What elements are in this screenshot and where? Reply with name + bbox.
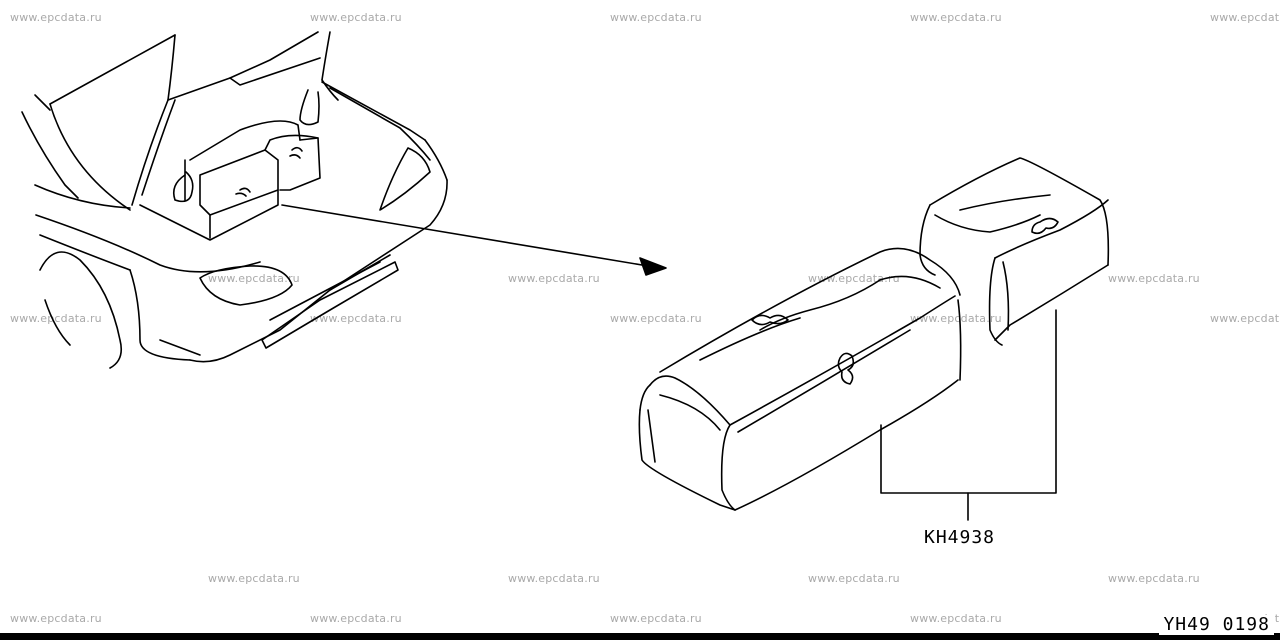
watermark: www.epcdata.ru <box>508 572 600 585</box>
watermark: www.epcdata.ru <box>310 612 402 625</box>
part-number-label: KH4938 <box>924 527 996 548</box>
watermark: www.epcdata.ru <box>10 11 102 24</box>
watermark: www.epcdata.ru <box>1210 11 1280 24</box>
watermark: www.epcdata.ru <box>10 312 102 325</box>
watermark: www.epcdata.ru <box>10 612 102 625</box>
watermark: www.epcdata.ru <box>1108 272 1200 285</box>
drawing-code-label: YH49 0198 <box>1159 615 1274 635</box>
watermark: www.epcdata.ru <box>610 11 702 24</box>
watermark: www.epcdata.ru <box>808 572 900 585</box>
watermark: www.epcdata.ru <box>610 612 702 625</box>
watermark: www.epcdata.ru <box>1210 312 1280 325</box>
car-rear-illustration <box>21 31 448 369</box>
watermark: www.epcdata.ru <box>1108 572 1200 585</box>
watermark: www.epcdata.ru <box>610 312 702 325</box>
watermark: www.epcdata.ru <box>910 612 1002 625</box>
watermark: www.epcdata.ru <box>208 272 300 285</box>
watermark: www.epcdata.ru <box>910 11 1002 24</box>
watermark: www.epcdata.ru <box>310 312 402 325</box>
bottom-border-bar <box>0 633 1280 640</box>
watermark: www.epcdata.ru <box>910 312 1002 325</box>
pointer-arrow <box>281 204 667 276</box>
watermark: www.epcdata.ru <box>508 272 600 285</box>
tool-kit-bags <box>638 157 1110 521</box>
watermark: www.epcdata.ru <box>208 572 300 585</box>
watermark: www.epcdata.ru <box>310 11 402 24</box>
